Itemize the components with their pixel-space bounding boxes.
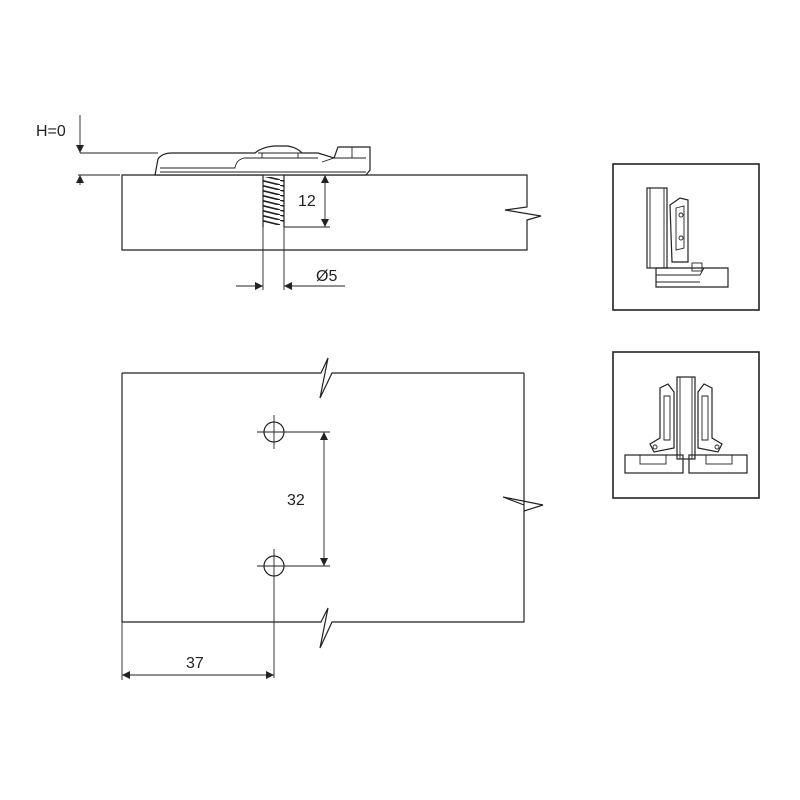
diameter-label: Ø5: [316, 268, 337, 285]
thumbnail-hinge-side: [612, 163, 760, 311]
screw-thread: [263, 177, 284, 225]
diameter-dimension: Ø5: [236, 227, 345, 290]
board-section: [121, 174, 542, 251]
depth-label: 12: [298, 193, 316, 210]
depth-dimension: 12: [284, 175, 330, 228]
panel-outline: [121, 357, 544, 649]
height-dimension: H=0: [36, 115, 158, 185]
spacing-dimension: 32: [286, 431, 330, 567]
side-view: H=0 12 Ø5: [36, 115, 542, 290]
hole-lower: [257, 549, 291, 678]
hole-upper: [257, 415, 291, 449]
top-view: 32 37: [121, 357, 544, 680]
edge-distance-dimension: 37: [121, 622, 274, 680]
edge-distance-label: 37: [186, 655, 204, 672]
thumbnail-hinge-pair: [612, 351, 760, 499]
height-label: H=0: [36, 123, 66, 140]
mounting-plate: [154, 145, 371, 176]
spacing-label: 32: [287, 492, 305, 509]
